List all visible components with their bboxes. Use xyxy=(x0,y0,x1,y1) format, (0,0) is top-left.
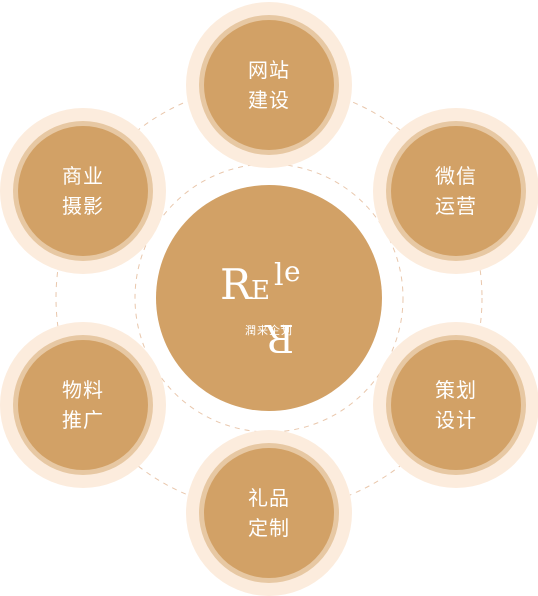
logo-subtitle: 潤来企划 xyxy=(245,324,293,337)
service-node-photography[interactable]: 商业 摄影 xyxy=(0,108,166,274)
node-label-line2: 设计 xyxy=(435,408,477,432)
node-core: 商业 摄影 xyxy=(18,126,148,256)
node-core: 网站 建设 xyxy=(204,20,334,150)
node-label-line1: 物料 xyxy=(62,378,104,402)
node-core: 策划 设计 xyxy=(391,340,521,470)
node-label-line2: 摄影 xyxy=(62,194,104,218)
node-label-line1: 微信 xyxy=(435,164,477,188)
node-core: 礼品 定制 xyxy=(204,448,334,578)
node-label-line2: 推广 xyxy=(62,408,104,432)
logo-letter-r: R xyxy=(220,260,253,309)
node-core: 物料 推广 xyxy=(18,340,148,470)
service-node-wechat[interactable]: 微信 运营 xyxy=(373,108,538,274)
service-node-website[interactable]: 网站 建设 xyxy=(186,2,352,168)
node-core: 微信 运营 xyxy=(391,126,521,256)
svg-text:E: E xyxy=(251,276,270,306)
node-label-line1: 礼品 xyxy=(248,486,290,510)
node-label-line1: 网站 xyxy=(248,58,290,82)
svg-text:l: l xyxy=(274,258,284,293)
node-label-line1: 商业 xyxy=(62,164,104,188)
service-node-materials[interactable]: 物料 推广 xyxy=(0,322,166,488)
center-logo-circle: R E l e R 潤来企划 xyxy=(156,185,382,411)
reele-logo-icon: R E l e R xyxy=(220,255,301,360)
node-label-line1: 策划 xyxy=(435,378,477,402)
service-node-gifts[interactable]: 礼品 定制 xyxy=(186,430,352,596)
node-label-line2: 建设 xyxy=(248,88,290,112)
node-label-line2: 定制 xyxy=(248,516,290,540)
svg-text:R: R xyxy=(264,316,294,360)
node-label-line2: 运营 xyxy=(435,194,477,218)
svg-text:e: e xyxy=(284,255,301,288)
service-node-planning[interactable]: 策划 设计 xyxy=(373,322,538,488)
